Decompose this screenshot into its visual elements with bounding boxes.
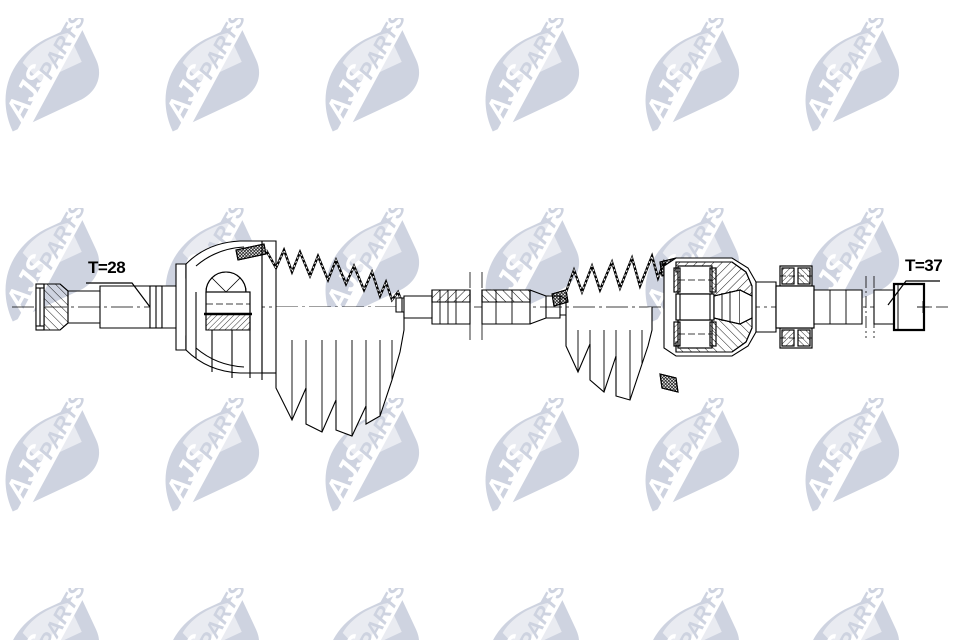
intermediate-shaft-right (481, 289, 567, 325)
outer-cv-joint (185, 240, 277, 380)
outer-boot-clamp (235, 243, 267, 261)
spline-label-left: T=28 (88, 258, 126, 277)
outer-boot-bellows (264, 246, 409, 437)
svg-text:AJS: AJS (639, 629, 697, 640)
outer-stub-shaft (35, 283, 163, 331)
inner-boot-clamp-small (551, 289, 569, 307)
inner-tripod-joint-housing (663, 257, 777, 357)
svg-text:AJS: AJS (159, 629, 217, 640)
svg-text:AJS: AJS (799, 629, 857, 640)
intermediate-shaft-left (403, 289, 471, 325)
inner-boot-bellows (564, 252, 670, 401)
svg-text:AJS: AJS (319, 629, 377, 640)
support-bearing (775, 265, 815, 349)
svg-text:AJS: AJS (0, 629, 56, 640)
svg-text:AJS: AJS (479, 629, 537, 640)
leader-line-right (887, 280, 940, 306)
leader-line-left (86, 282, 151, 308)
spline-label-right: T=37 (905, 256, 943, 275)
